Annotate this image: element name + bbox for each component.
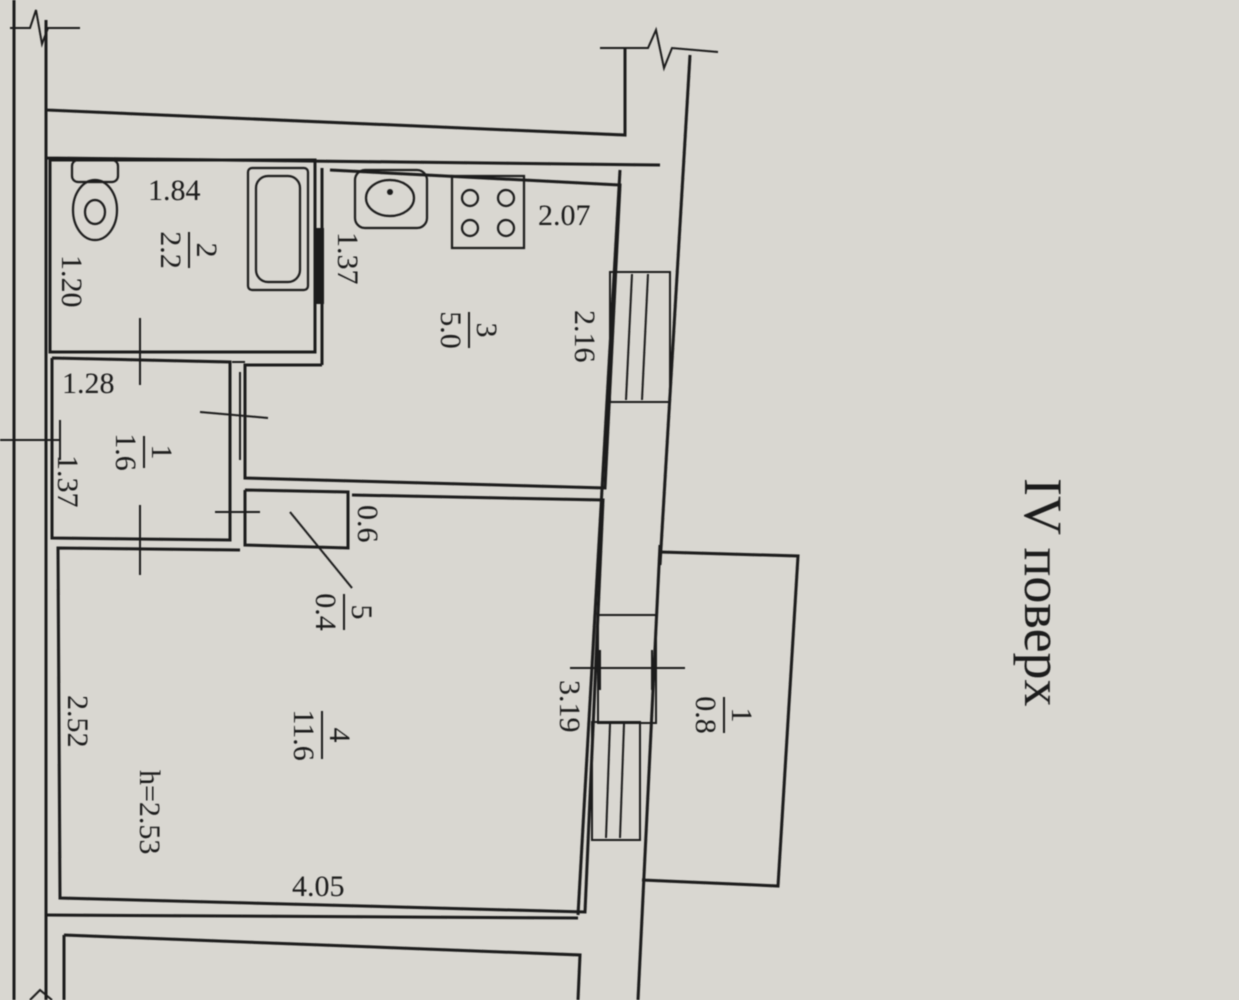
dim-living-window: 3.19 — [553, 680, 586, 733]
dim-kitchen-side: 2.16 — [568, 310, 601, 363]
room-3-area: 5.0 — [434, 311, 467, 349]
room-3-number: 3 — [470, 323, 503, 338]
stove-icon — [450, 174, 526, 250]
outer-walls — [10, 0, 719, 1000]
door-marks — [0, 318, 353, 589]
room-4-number: 4 — [323, 728, 356, 743]
dim-hall-length: 1.28 — [62, 367, 115, 400]
room-1-area: 1.6 — [109, 433, 142, 471]
room-4-area: 11.6 — [287, 709, 320, 760]
dim-hall-width: 1.37 — [51, 455, 84, 508]
window-kitchen — [609, 271, 671, 403]
balcony-area: 0.8 — [689, 696, 722, 734]
room-1-number: 1 — [145, 445, 178, 460]
room-walls — [48, 158, 622, 914]
balcony-door — [570, 614, 685, 724]
room-2-area: 2.2 — [154, 231, 187, 269]
dim-living-length: 4.05 — [292, 870, 345, 903]
balcony-number: 1 — [725, 708, 758, 723]
dim-closet: 0.6 — [351, 505, 384, 543]
wet-wall — [314, 228, 324, 304]
bathtub-icon — [246, 166, 310, 292]
dim-kitchen-top: 2.07 — [538, 199, 591, 232]
floor-label: IV поверх — [1013, 478, 1073, 707]
dim-bath-width: 1.20 — [55, 255, 88, 308]
room-5-number: 5 — [345, 605, 378, 620]
dim-living-width: 2.52 — [61, 695, 94, 748]
dim-bath-length: 1.84 — [148, 174, 201, 207]
room-2-number: 2 — [190, 243, 223, 258]
ceiling-height: h=2.53 — [133, 770, 166, 854]
toilet-icon — [70, 158, 120, 242]
sink-icon — [353, 168, 429, 230]
dim-bath-partition: 1.37 — [331, 232, 364, 285]
room-5-area: 0.4 — [309, 593, 342, 631]
window-living-room — [591, 721, 641, 841]
balcony — [641, 550, 800, 888]
